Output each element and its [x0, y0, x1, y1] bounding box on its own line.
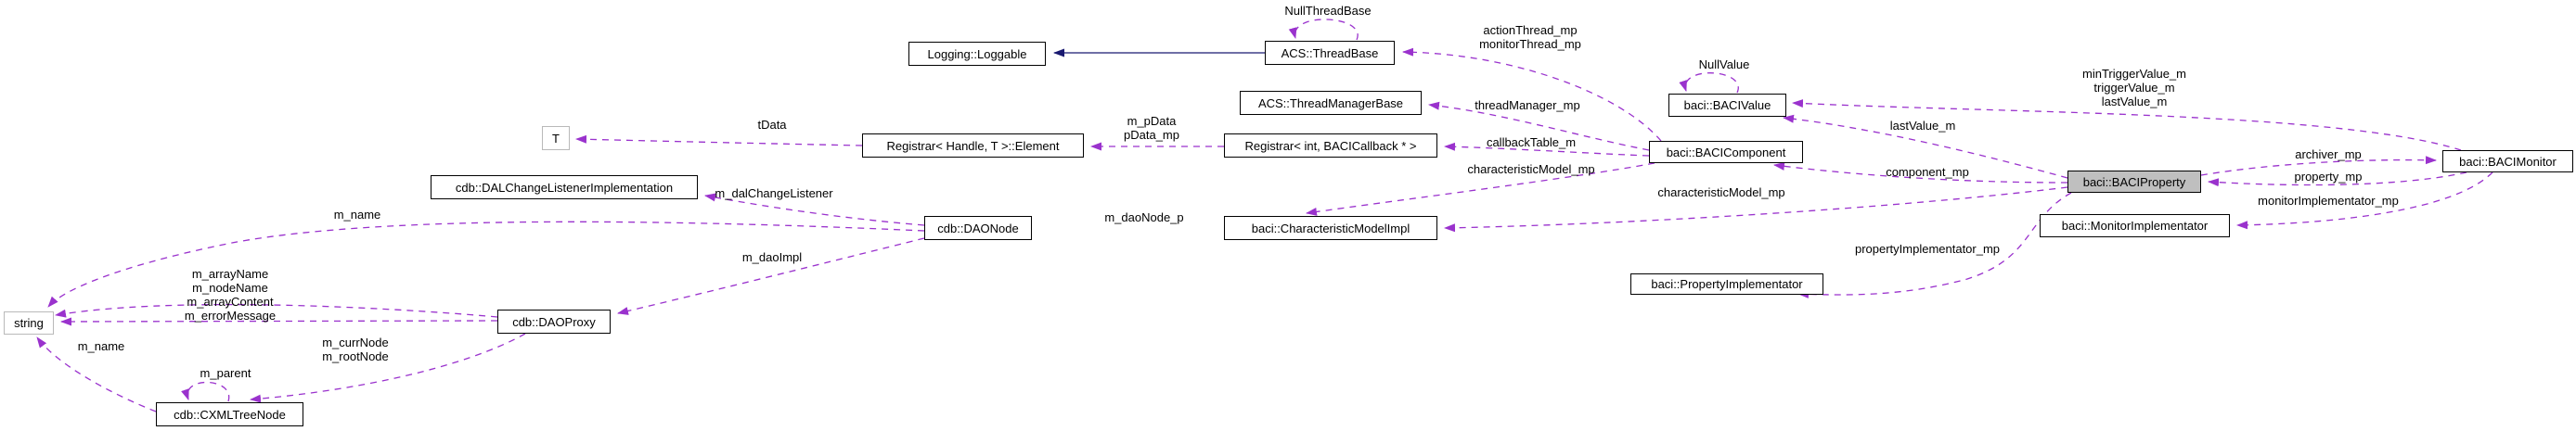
edge-label-string-members-line1: m_arrayName	[191, 267, 269, 281]
edge-label-mintriggervalue: minTriggerValue_m triggerValue_m lastVal…	[2082, 67, 2186, 108]
edge-label-property-mp: property_mp	[2294, 170, 2363, 184]
edge-label-actionthread-line1: actionThread_mp	[1483, 23, 1578, 37]
edge-threadmanager	[1428, 101, 1650, 151]
class-node-t: T	[542, 126, 570, 150]
edge-label-mpdata-line1: m_pData	[1127, 114, 1177, 128]
class-node-acs-threadmanagerbase[interactable]: ACS::ThreadManagerBase	[1240, 91, 1422, 115]
edge-label-component-mp: component_mp	[1886, 165, 1969, 179]
edge-mname-daonode	[47, 221, 925, 308]
edge-label-mdalchangelistener: m_dalChangeListener	[715, 186, 833, 200]
edge-label-actionthread: actionThread_mp monitorThread_mp	[1479, 23, 1581, 51]
edge-nullvalue-selfloop	[1679, 72, 1739, 94]
class-node-acs-threadbase[interactable]: ACS::ThreadBase	[1265, 41, 1395, 65]
edge-label-mintriggervalue-line3: lastValue_m	[2101, 95, 2168, 108]
class-node-baci-bacicomponent[interactable]: baci::BACIComponent	[1649, 141, 1803, 163]
edge-label-nullvalue: NullValue	[1698, 57, 1750, 71]
edge-label-mname-2: m_name	[77, 339, 125, 353]
edge-tdata	[575, 134, 863, 146]
edge-mdaoimpl	[617, 237, 925, 315]
edge-label-string-members-line4: m_errorMessage	[184, 309, 277, 323]
edge-label-mintriggervalue-line2: triggerValue_m	[2093, 81, 2175, 95]
edge-property	[2208, 171, 2467, 187]
edge-label-mdaoimpl: m_daoImpl	[741, 250, 803, 264]
edge-label-threadmanager-mp: threadManager_mp	[1475, 98, 1580, 112]
class-node-cdb-cxmltreenode[interactable]: cdb::CXMLTreeNode	[156, 402, 303, 426]
edge-label-characteristicmodel-mp-2: characteristicModel_mp	[1657, 185, 1785, 199]
edge-component	[1773, 161, 2068, 184]
edge-label-archiver-mp: archiver_mp	[2295, 147, 2362, 161]
class-node-baci-baciproperty[interactable]: baci::BACIProperty	[2067, 171, 2201, 193]
edge-label-mdaonode-p: m_daoNode_p	[1104, 210, 1184, 224]
edge-actionthread	[1402, 47, 1662, 142]
edge-nullthreadbase-selfloop	[1288, 19, 1359, 41]
class-node-cdb-dalchangelistenerimplementation[interactable]: cdb::DALChangeListenerImplementation	[431, 175, 698, 199]
edge-mstring-bundle2	[55, 303, 498, 318]
edge-label-tdata: tData	[757, 118, 787, 132]
edge-label-string-members: m_arrayName m_nodeName m_arrayContent m_…	[185, 267, 276, 323]
class-node-registrar-int-bacicallback[interactable]: Registrar< int, BACICallback * >	[1224, 133, 1437, 158]
class-node-string: string	[4, 311, 54, 335]
edge-label-mpdata-line2: pData_mp	[1124, 128, 1179, 142]
edge-label-mintriggervalue-line1: minTriggerValue_m	[2082, 67, 2186, 81]
edge-label-mname-1: m_name	[333, 208, 381, 222]
edge-label-actionthread-line2: monitorThread_mp	[1479, 37, 1581, 51]
edge-label-callbacktable-m: callbackTable_m	[1486, 135, 1577, 149]
edge-charmodel-component	[1306, 162, 1655, 216]
class-node-baci-propertyimplementator[interactable]: baci::PropertyImplementator	[1630, 273, 1823, 295]
edge-monitorimplementator	[2236, 171, 2493, 230]
edge-label-propertyimplementator-mp: propertyImplementator_mp	[1854, 242, 2001, 256]
class-node-cdb-daoproxy[interactable]: cdb::DAOProxy	[497, 310, 611, 334]
edge-mstring-bundle	[60, 317, 498, 326]
edge-lastvalue	[1783, 114, 2068, 179]
edge-mname-cxml	[36, 336, 157, 412]
edge-mintrigger-bundle	[1792, 99, 2462, 151]
edge-label-monitorimplementator-mp: monitorImplementator_mp	[2258, 194, 2399, 208]
edge-label-mcurrnode: m_currNode m_rootNode	[322, 336, 389, 363]
edge-label-lastvalue-m: lastValue_m	[1889, 119, 1956, 133]
edge-label-mcurrnode-line2: m_rootNode	[322, 349, 389, 363]
edge-callbacktable	[1444, 142, 1650, 157]
edge-label-characteristicmodel-mp-1: characteristicModel_mp	[1467, 162, 1595, 176]
class-node-baci-bacimonitor[interactable]: baci::BACIMonitor	[2442, 150, 2573, 172]
edge-label-string-members-line2: m_nodeName	[192, 281, 268, 295]
edge-mcurrnode	[250, 333, 526, 403]
class-node-baci-monitorimplementator[interactable]: baci::MonitorImplementator	[2040, 214, 2230, 237]
edge-label-string-members-line3: m_arrayContent	[187, 295, 274, 309]
class-node-registrar-element[interactable]: Registrar< Handle, T >::Element	[862, 133, 1084, 158]
edge-mparent-selfloop	[181, 381, 230, 402]
edge-label-mcurrnode-line1: m_currNode	[322, 336, 389, 349]
edge-label-nullthreadbase: NullThreadBase	[1284, 4, 1372, 18]
edge-archiver	[2200, 156, 2437, 176]
class-node-baci-characteristicmodelimpl[interactable]: baci::CharacteristicModelImpl	[1224, 216, 1437, 240]
edge-label-mpdata: m_pData pData_mp	[1124, 114, 1179, 142]
class-node-baci-bacivalue[interactable]: baci::BACIValue	[1668, 94, 1786, 117]
class-node-logging-loggable[interactable]: Logging::Loggable	[908, 42, 1046, 66]
edge-dalchangelistener	[704, 193, 925, 226]
class-node-cdb-daonode[interactable]: cdb::DAONode	[924, 216, 1032, 240]
edge-label-mparent: m_parent	[200, 366, 251, 380]
edge-charmodel-property	[1444, 186, 2068, 233]
